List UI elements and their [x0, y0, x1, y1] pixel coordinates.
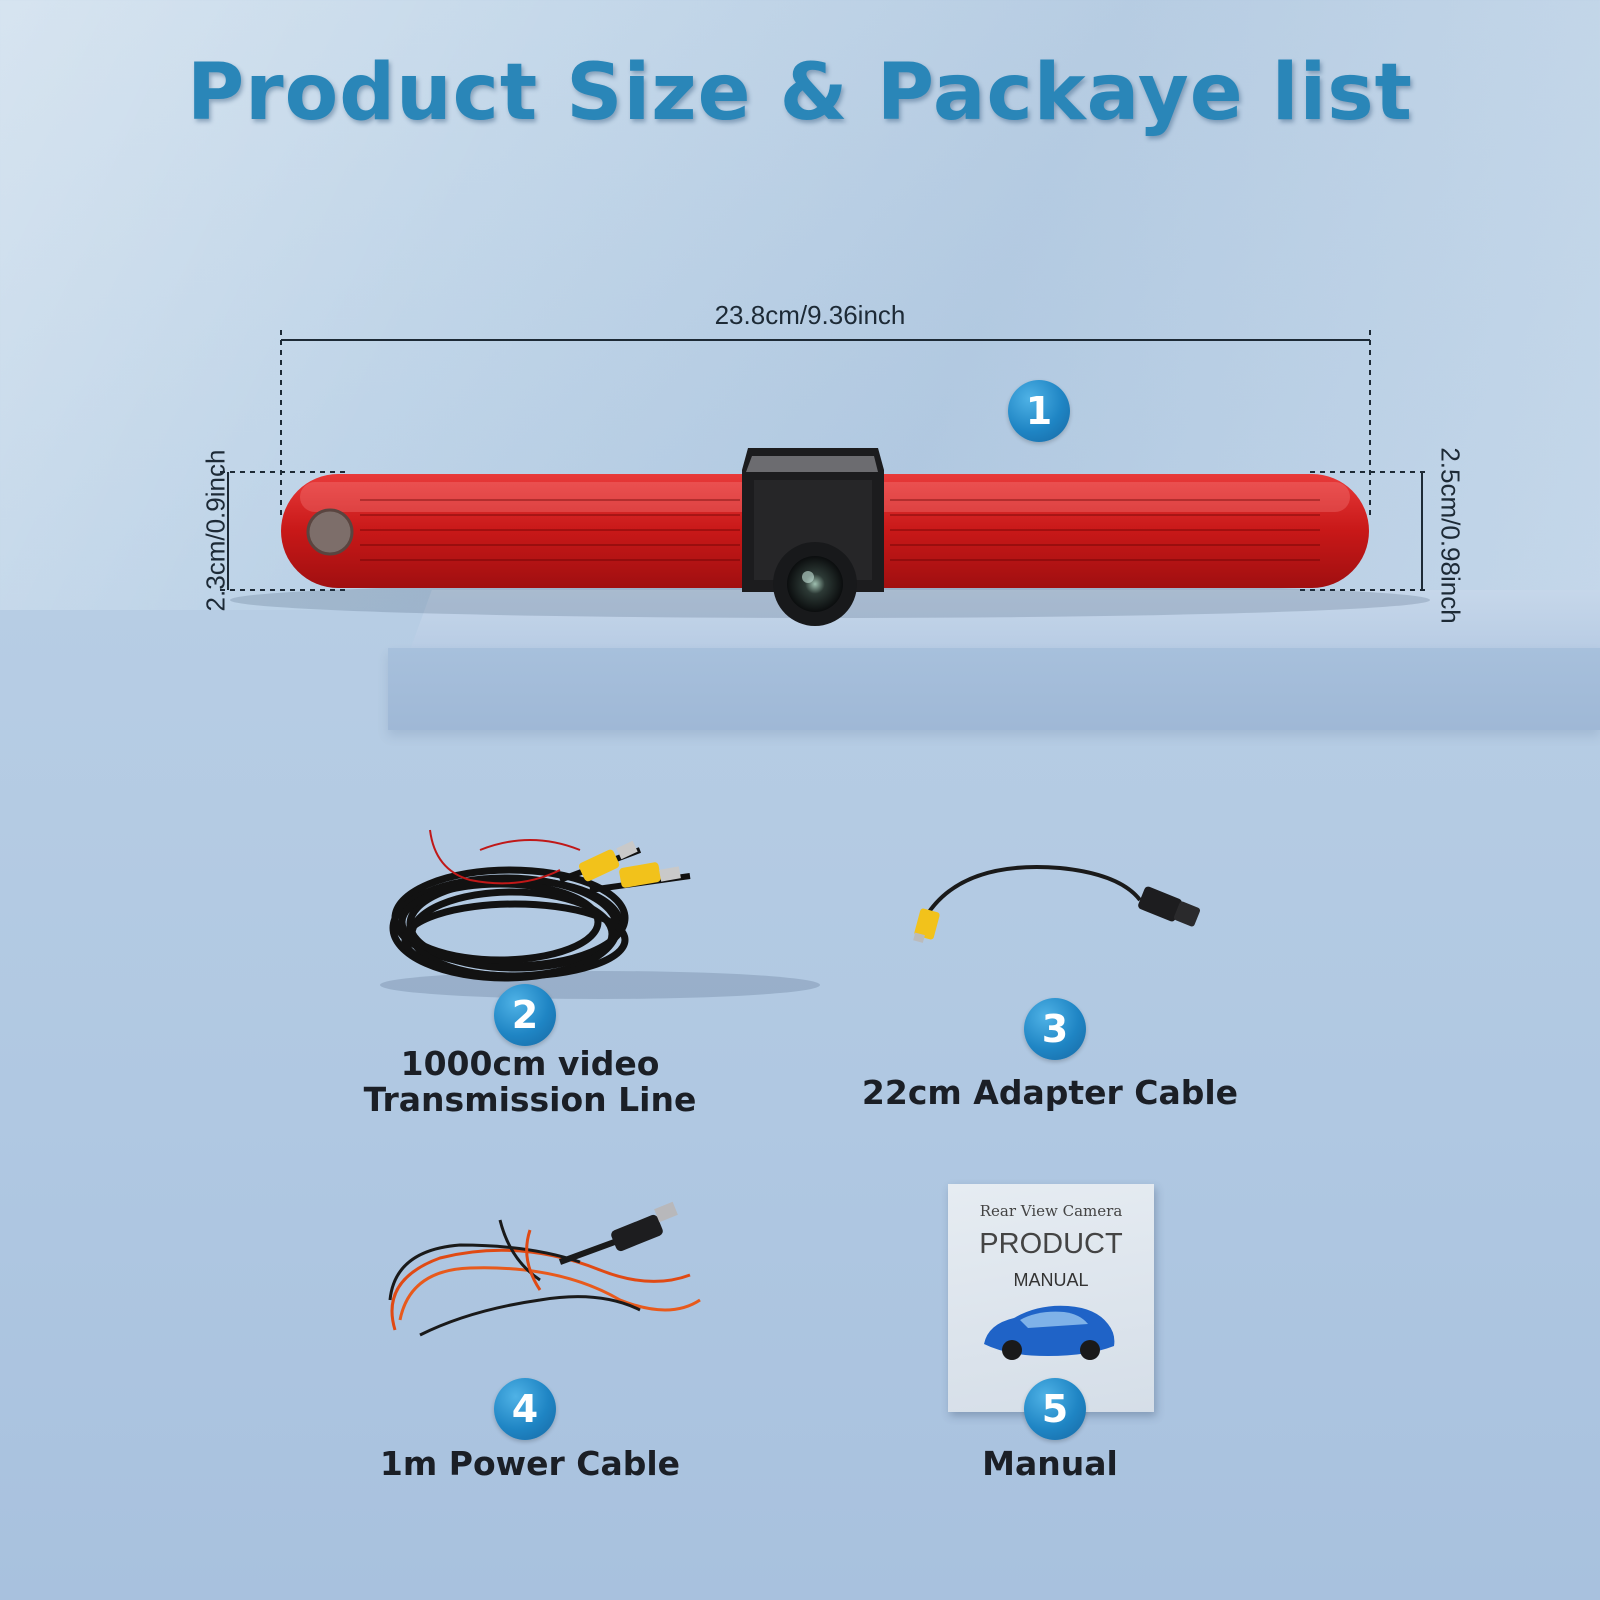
car-illustration: [984, 1305, 1115, 1360]
item-label-5: Manual: [982, 1444, 1118, 1483]
item-label-2-line1: 1000cm video: [400, 1044, 660, 1083]
manual-cover-line1: Rear View Camera: [979, 1202, 1123, 1220]
item-badge-3: 3: [1024, 998, 1086, 1060]
manual-cover-line2: PRODUCT: [979, 1228, 1123, 1260]
item-label-2-line2: Transmission Line: [363, 1080, 697, 1119]
manual-cover-line3: MANUAL: [1013, 1270, 1089, 1290]
item-badge-4: 4: [494, 1378, 556, 1440]
page-title: Product Size & Packaye list: [187, 48, 1413, 138]
item-badge-2: 2: [494, 984, 556, 1046]
item-badge-1: 1: [1008, 380, 1070, 442]
pedestal-front: [388, 648, 1600, 730]
width-dimension-label: 23.8cm/9.36inch: [714, 300, 906, 330]
manual-image: Rear View Camera PRODUCT MANUAL: [948, 1184, 1154, 1412]
item-label-4: 1m Power Cable: [379, 1444, 681, 1483]
item-badge-5: 5: [1024, 1378, 1086, 1440]
item-label-3: 22cm Adapter Cable: [861, 1073, 1239, 1112]
floor-background: [0, 610, 1600, 1600]
